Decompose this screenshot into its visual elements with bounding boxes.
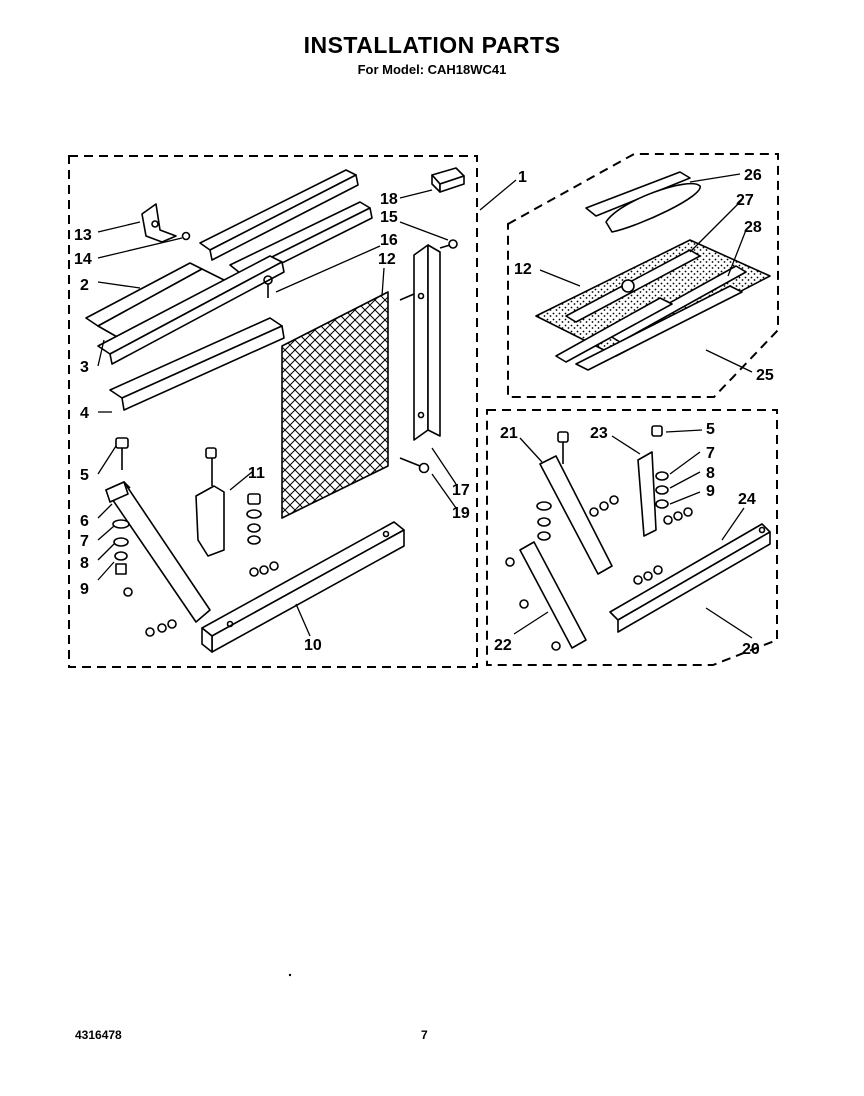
channel-part-2	[85, 255, 285, 365]
callout-7-right: 7	[706, 445, 715, 462]
model-subtitle: For Model: CAH18WC41	[357, 62, 507, 77]
foam-block-18	[431, 167, 465, 193]
seal-strips-27-28	[555, 249, 747, 371]
callout-21: 21	[500, 425, 518, 442]
page-number: 7	[421, 1028, 428, 1042]
callout-15: 15	[380, 209, 398, 226]
callout-20: 20	[742, 641, 760, 658]
mounting-bracket-13	[141, 203, 191, 243]
callout-7: 7	[80, 533, 89, 550]
rail-24	[609, 523, 771, 633]
screw-15	[439, 239, 458, 249]
main-kit-box	[68, 155, 478, 668]
callout-5-right: 5	[706, 421, 715, 438]
callout-25: 25	[756, 367, 774, 384]
callout-2: 2	[80, 277, 89, 294]
callout-9-right: 9	[706, 483, 715, 500]
arm-bracket-21	[539, 431, 613, 575]
callout-16: 16	[380, 232, 398, 249]
mesh-panel-12	[281, 291, 389, 519]
document-number: 4316478	[75, 1028, 122, 1042]
callout-23: 23	[590, 425, 608, 442]
callout-14: 14	[74, 251, 92, 268]
callout-12: 12	[378, 251, 396, 268]
gasket-26	[585, 171, 701, 233]
top-channel-part	[199, 169, 373, 284]
bracket-11	[195, 447, 225, 557]
callout-6: 6	[80, 513, 89, 530]
callout-9: 9	[80, 581, 89, 598]
support-arm-6	[105, 481, 211, 623]
callout-19: 19	[452, 505, 470, 522]
callout-4: 4	[80, 405, 89, 422]
screw-19	[399, 457, 430, 474]
callout-5: 5	[80, 467, 89, 484]
stray-dot	[288, 973, 292, 977]
hardware-stack-21	[536, 495, 619, 541]
callout-8: 8	[80, 555, 89, 572]
side-post-17	[399, 244, 441, 441]
callout-27: 27	[736, 192, 754, 209]
callout-12-seal: 12	[514, 261, 532, 278]
callout-10: 10	[304, 637, 322, 654]
callout-26: 26	[744, 167, 762, 184]
callout-18: 18	[380, 191, 398, 208]
callout-13: 13	[74, 227, 92, 244]
callout-28: 28	[744, 219, 762, 236]
brace-22	[505, 541, 587, 651]
bracket-23	[637, 425, 693, 537]
callout-1: 1	[518, 169, 527, 186]
callout-17: 17	[452, 482, 470, 499]
callout-3: 3	[80, 359, 89, 376]
callout-22: 22	[494, 637, 512, 654]
bottom-rail-10	[145, 521, 405, 653]
hardware-stack-left	[112, 437, 133, 597]
hardware-stack-11	[246, 493, 279, 577]
callout-11: 11	[248, 465, 265, 482]
callout-8-right: 8	[706, 465, 715, 482]
rail-part-4	[109, 317, 285, 411]
bracket-kit-box	[486, 409, 778, 666]
callout-24: 24	[738, 491, 756, 508]
page-title: INSTALLATION PARTS	[303, 32, 561, 58]
screw-16	[263, 275, 273, 298]
